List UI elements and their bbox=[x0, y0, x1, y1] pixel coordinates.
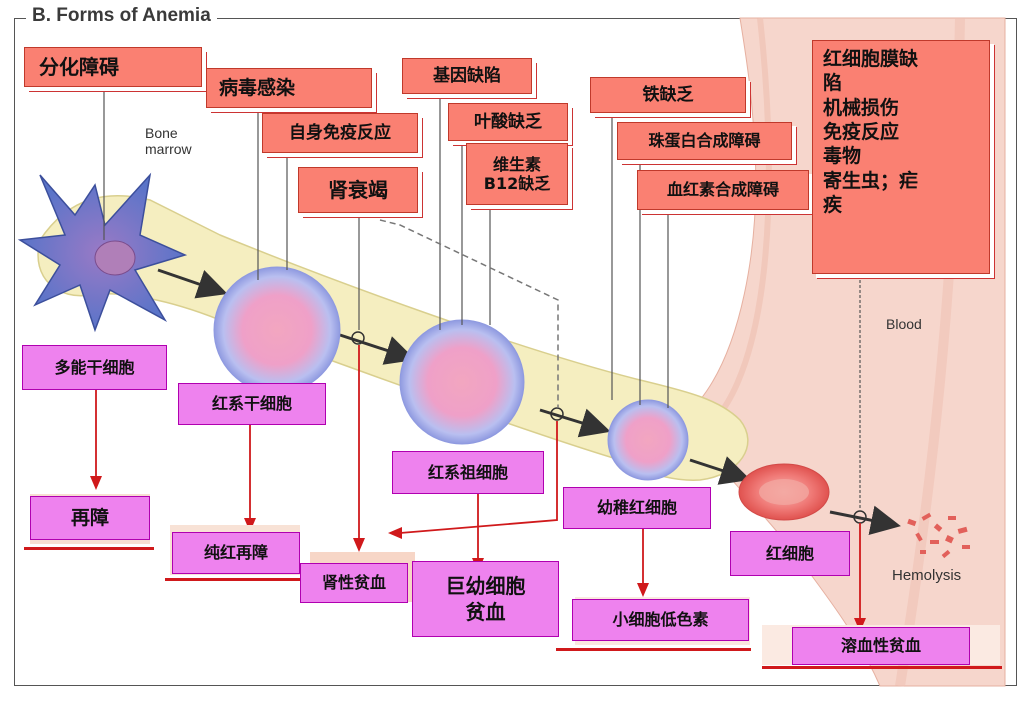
young-rbc-cell bbox=[607, 399, 689, 481]
cause-b12: 维生素 B12缺乏 bbox=[466, 143, 568, 205]
erythroid-stem-cell bbox=[213, 266, 341, 394]
anemia-microcytic: 小细胞低色素 bbox=[572, 599, 749, 641]
page-title: B. Forms of Anemia bbox=[32, 5, 211, 26]
cause-heme: 血红素合成障碍 bbox=[637, 170, 809, 210]
blood-label: Blood bbox=[886, 316, 922, 332]
cell-pluripotent: 多能干细胞 bbox=[22, 345, 167, 390]
anemia-megaloblastic: 巨幼细胞 贫血 bbox=[412, 561, 559, 637]
cell-erythroid-stem: 红系干细胞 bbox=[178, 383, 326, 425]
cause-autoimmune: 自身免疫反应 bbox=[262, 113, 418, 153]
hemolysis-fragments bbox=[907, 512, 970, 559]
cause-globin: 珠蛋白合成障碍 bbox=[617, 122, 792, 160]
anemia-pure-red: 纯红再障 bbox=[172, 532, 300, 574]
cause-hemolysis: 红细胞膜缺 陷 机械损伤 免疫反应 毒物 寄生虫；疟 疾 bbox=[812, 40, 990, 274]
cell-young-rbc: 幼稚红细胞 bbox=[563, 487, 711, 529]
erythroid-progenitor-cell bbox=[399, 319, 525, 445]
cause-gene-defect: 基因缺陷 bbox=[402, 58, 532, 94]
cell-rbc: 红细胞 bbox=[730, 531, 850, 576]
cause-renal-failure: 肾衰竭 bbox=[298, 167, 418, 213]
cause-iron: 铁缺乏 bbox=[590, 77, 746, 113]
cause-virus: 病毒感染 bbox=[206, 68, 372, 108]
cell-erythroid-progenitor: 红系祖细胞 bbox=[392, 451, 544, 494]
cause-differentiation: 分化障碍 bbox=[24, 47, 202, 87]
title-container: B. Forms of Anemia bbox=[26, 5, 217, 27]
bone-marrow-label: Bone marrow bbox=[145, 125, 192, 158]
anemia-renal: 肾性贫血 bbox=[300, 563, 408, 603]
cause-folate: 叶酸缺乏 bbox=[448, 103, 568, 141]
figure-frame bbox=[14, 18, 1017, 686]
hemolysis-label: Hemolysis bbox=[892, 567, 962, 584]
anemia-hemolytic: 溶血性贫血 bbox=[792, 627, 970, 665]
anemia-aplastic: 再障 bbox=[30, 496, 150, 540]
